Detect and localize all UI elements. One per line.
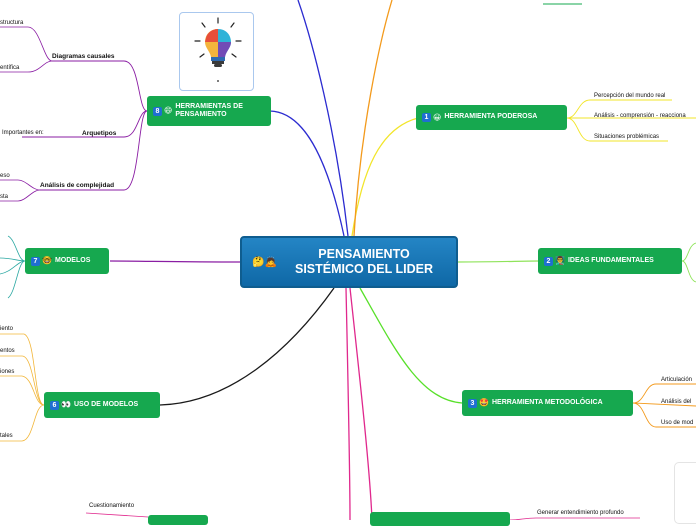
topic-bottom-partial[interactable] (370, 512, 510, 526)
number-badge-1: 1 (422, 113, 431, 122)
number-badge-8: 8 (153, 107, 162, 116)
star-struck-icon: 🤩 (479, 398, 489, 407)
label-estructura[interactable]: structura (0, 20, 23, 26)
label-iones[interactable]: iones (0, 369, 14, 375)
link-to-herramienta-metodologica (360, 288, 462, 403)
topic-label: MODELOS (55, 257, 90, 265)
label-analisis-del[interactable]: Análisis del (661, 399, 691, 405)
label-iento[interactable]: iento (0, 326, 13, 332)
teacher-icon: 👨‍🏫 (555, 256, 565, 265)
topic-herramienta-poderosa[interactable]: 1 😀 HERRAMIENTA PODEROSA (416, 105, 567, 130)
topic-label: IDEAS FUNDAMENTALES (568, 257, 654, 265)
topic-ideas-fundamentales[interactable]: 2 👨‍🏫 IDEAS FUNDAMENTALES (538, 248, 682, 274)
label-percepcion[interactable]: Percepción del mundo real (594, 93, 665, 99)
link-to-herramienta-poderosa (352, 118, 418, 236)
label-tales[interactable]: tales (0, 433, 13, 439)
link-to-bottom-magenta-b (350, 288, 372, 520)
partial-card (674, 462, 696, 524)
topic-herramientas-de-pensamiento[interactable]: 8 😄 HERRAMIENTAS DE PENSAMIENTO (147, 96, 271, 126)
lightbulb-icon (180, 13, 255, 92)
link-to-herramientas-pensamiento (270, 111, 344, 236)
nerd-face-icon: 🤓 (42, 256, 52, 265)
central-topic[interactable]: 🤔🙇 PENSAMIENTO SISTÉMICO DEL LIDER (240, 236, 458, 288)
topic-label: HERRAMIENTAS DE PENSAMIENTO (175, 103, 243, 119)
label-eso[interactable]: eso (0, 173, 10, 179)
topic-label: HERRAMIENTA PODEROSA (444, 113, 537, 121)
label-generar[interactable]: Generar entendimiento profundo (537, 510, 624, 516)
central-title: PENSAMIENTO SISTÉMICO DEL LIDER (272, 247, 456, 277)
label-importantes[interactable]: Importantes en: (2, 130, 44, 136)
topic-modelos[interactable]: 7 🤓 MODELOS (25, 248, 109, 274)
eyes-icon: 👀 (61, 400, 71, 409)
label-sta[interactable]: sta (0, 194, 8, 200)
topic-label: USO DE MODELOS (74, 401, 138, 409)
label-cuestionamiento[interactable]: Cuestionamiento (89, 503, 134, 509)
number-badge-3: 3 (468, 399, 477, 408)
label-situaciones[interactable]: Situaciones problémicas (594, 134, 659, 140)
topic-label: HERRAMIENTA METODOLÓGICA (492, 399, 603, 407)
label-diagramas-causales[interactable]: Diagramas causales (52, 53, 115, 60)
smiling-face-icon: 😄 (164, 106, 172, 115)
link-to-top-navy (298, 0, 348, 236)
link-to-top-orange (354, 0, 392, 236)
grinning-face-icon: 😀 (433, 113, 441, 122)
label-arquetipos[interactable]: Arquetipos (82, 130, 116, 137)
number-badge-2: 2 (544, 257, 553, 266)
topic-uso-de-modelos[interactable]: 6 👀 USO DE MODELOS (44, 392, 160, 418)
label-articulacion[interactable]: Articulación (661, 377, 692, 383)
label-analisis[interactable]: Análisis - comprensión - reacciona (594, 113, 686, 119)
label-cientifica[interactable]: entífica (0, 65, 19, 71)
link-to-ideas-fundamentales (458, 261, 538, 262)
topic-bottom-left-partial[interactable] (148, 515, 208, 525)
lightbulb-image (179, 12, 254, 91)
link-to-modelos (110, 261, 240, 262)
label-entos[interactable]: entos (0, 348, 15, 354)
link-to-uso-de-modelos (160, 288, 334, 405)
label-uso-de-mod[interactable]: Uso de mod (661, 420, 693, 426)
label-analisis-complejidad[interactable]: Análisis de complejidad (40, 182, 114, 189)
topic-herramienta-metodologica[interactable]: 3 🤩 HERRAMIENTA METODOLÓGICA (462, 390, 633, 416)
number-badge-6: 6 (50, 401, 59, 410)
number-badge-7: 7 (31, 257, 40, 266)
link-to-bottom-magenta-a (346, 288, 350, 520)
